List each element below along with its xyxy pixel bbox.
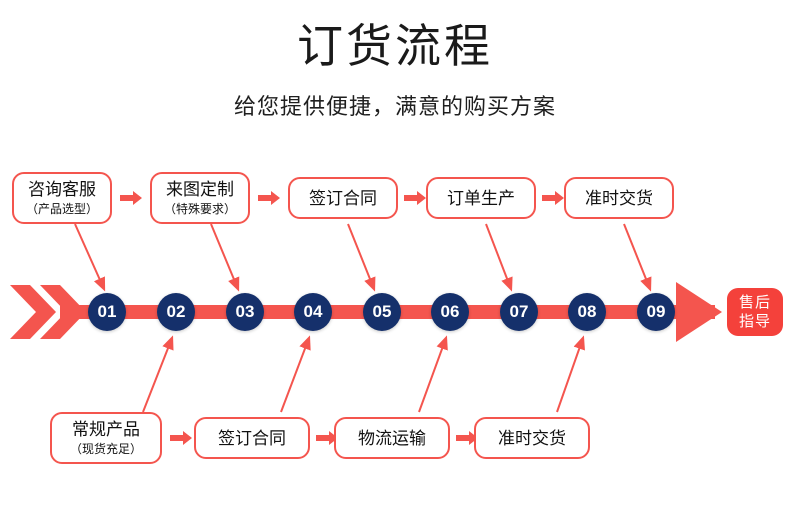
top-step-1-line2: （产品选型）	[25, 202, 98, 216]
timeline-node-07-label: 07	[509, 302, 529, 321]
top-arrow-1-2	[120, 191, 142, 205]
bottom-step-1-line1: 常规产品	[72, 420, 140, 439]
after-sale-line1: 售后	[738, 294, 771, 311]
bottom-arrow-2-3	[316, 431, 338, 445]
top-arrow-2-3	[258, 191, 280, 205]
timeline-node-03-label: 03	[235, 302, 255, 321]
timeline-node-05-label: 05	[372, 302, 392, 321]
timeline-node-04[interactable]: 04	[294, 293, 332, 331]
timeline-node-07[interactable]: 07	[500, 293, 538, 331]
bottom-arrow-3-4	[456, 431, 478, 445]
timeline-node-09[interactable]: 09	[637, 293, 675, 331]
top-step-2-line2: （特殊要求）	[163, 202, 236, 216]
top-step-4-line1: 订单生产	[447, 188, 515, 208]
top-step-box-3[interactable]: 签订合同	[288, 177, 398, 219]
timeline-node-03[interactable]: 03	[226, 293, 264, 331]
bottom-step-1-line2: （现货充足）	[69, 442, 142, 456]
bottom-step-box-3[interactable]: 物流运输	[334, 417, 450, 459]
page-title: 订货流程	[297, 20, 493, 72]
top-arrow-4-5	[542, 191, 564, 205]
after-sale-line2: 指导	[738, 313, 771, 330]
timeline-node-06[interactable]: 06	[431, 293, 469, 331]
timeline-arrowhead-icon	[676, 282, 722, 342]
top-step-2-line1: 来图定制	[166, 180, 234, 199]
timeline-node-02-label: 02	[166, 302, 186, 321]
bottom-step-2-line1: 签订合同	[218, 428, 286, 448]
top-step-5-line1: 准时交货	[585, 188, 653, 208]
connector-bottom-1	[142, 335, 174, 413]
top-step-box-1[interactable]: 咨询客服 （产品选型）	[12, 172, 112, 224]
top-step-3-line1: 签订合同	[309, 188, 377, 208]
timeline-node-01[interactable]: 01	[88, 293, 126, 331]
connector-top-3	[347, 223, 376, 292]
top-step-box-5[interactable]: 准时交货	[564, 177, 674, 219]
bottom-step-4-line1: 准时交货	[498, 428, 566, 448]
bottom-step-box-1[interactable]: 常规产品 （现货充足）	[50, 412, 162, 464]
bottom-step-3-line1: 物流运输	[358, 428, 426, 448]
page-subtitle: 给您提供便捷，满意的购买方案	[233, 94, 556, 119]
timeline-node-06-label: 06	[440, 302, 460, 321]
top-step-box-2[interactable]: 来图定制 （特殊要求）	[150, 172, 250, 224]
connector-bottom-4	[556, 335, 585, 413]
bottom-step-box-2[interactable]: 签订合同	[194, 417, 310, 459]
top-arrow-3-4	[404, 191, 426, 205]
connector-top-1	[74, 223, 106, 292]
connector-bottom-2	[280, 335, 311, 413]
connector-bottom-3	[418, 335, 448, 413]
bottom-arrow-1-2	[170, 431, 192, 445]
connector-top-4	[485, 223, 513, 292]
timeline-node-08-label: 08	[577, 302, 597, 321]
timeline-node-05[interactable]: 05	[363, 293, 401, 331]
top-step-box-4[interactable]: 订单生产	[426, 177, 536, 219]
timeline-node-09-label: 09	[646, 302, 666, 321]
timeline-node-08[interactable]: 08	[568, 293, 606, 331]
chevron-left-icon	[10, 285, 86, 339]
after-sale-badge[interactable]: 售后 指导	[727, 288, 783, 336]
connector-top-2	[210, 223, 240, 292]
timeline-node-01-label: 01	[97, 302, 117, 321]
top-step-1-line1: 咨询客服	[28, 180, 96, 199]
timeline-node-04-label: 04	[303, 302, 323, 321]
bottom-step-box-4[interactable]: 准时交货	[474, 417, 590, 459]
timeline-node-02[interactable]: 02	[157, 293, 195, 331]
connector-top-5	[623, 223, 652, 292]
